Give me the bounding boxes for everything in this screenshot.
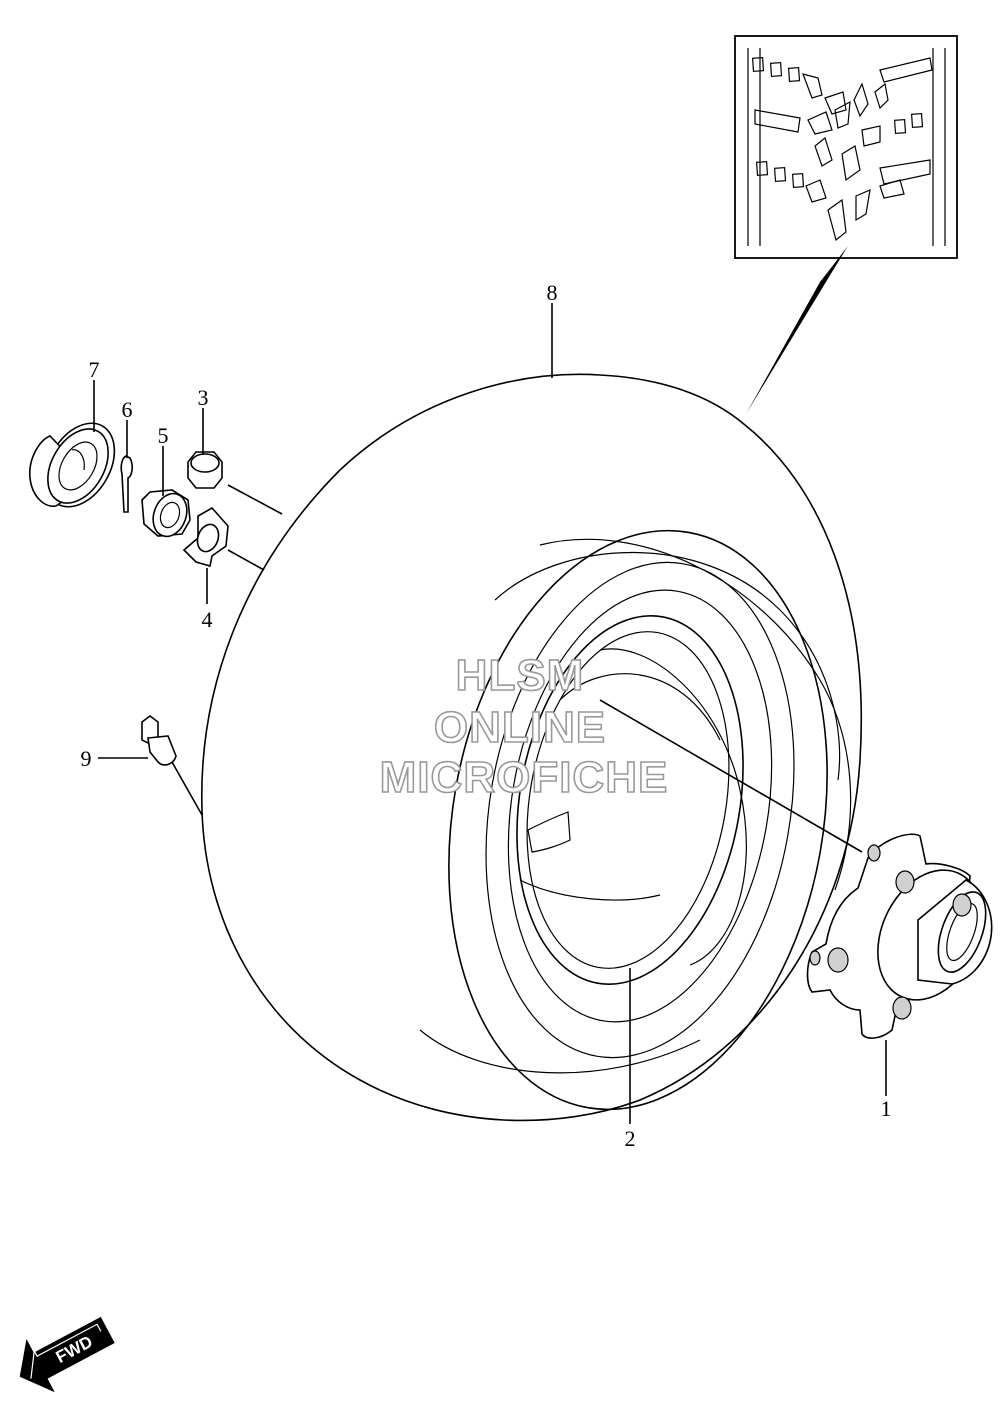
valve-stem xyxy=(141,715,177,766)
fwd-arrow-icon: FWD xyxy=(19,1316,115,1393)
tire xyxy=(201,373,863,1122)
wheel-hub xyxy=(806,833,993,1039)
cotter-pin xyxy=(120,455,133,513)
lock-washer xyxy=(182,506,229,568)
callout-5: 5 xyxy=(158,423,169,448)
watermark-line-1: HLSM xyxy=(456,651,585,700)
callout-7: 7 xyxy=(89,357,100,382)
callout-4: 4 xyxy=(202,607,213,632)
castle-nut xyxy=(141,489,191,538)
callout-1: 1 xyxy=(881,1096,892,1121)
hub-cap xyxy=(29,422,116,508)
inset-pointer xyxy=(746,246,848,414)
watermark-line-2: ONLINE xyxy=(434,703,606,752)
watermark: HLSM ONLINE MICROFICHE xyxy=(379,650,669,803)
callout-9: 9 xyxy=(81,746,92,771)
callout-6: 6 xyxy=(122,397,133,422)
leader-lines xyxy=(93,303,887,1124)
lug-nut xyxy=(187,451,223,489)
watermark-line-3: MICROFICHE xyxy=(380,753,669,802)
callout-3: 3 xyxy=(198,385,209,410)
tread-detail-inset xyxy=(734,35,958,259)
callout-8: 8 xyxy=(547,280,558,305)
callout-2: 2 xyxy=(625,1126,636,1151)
